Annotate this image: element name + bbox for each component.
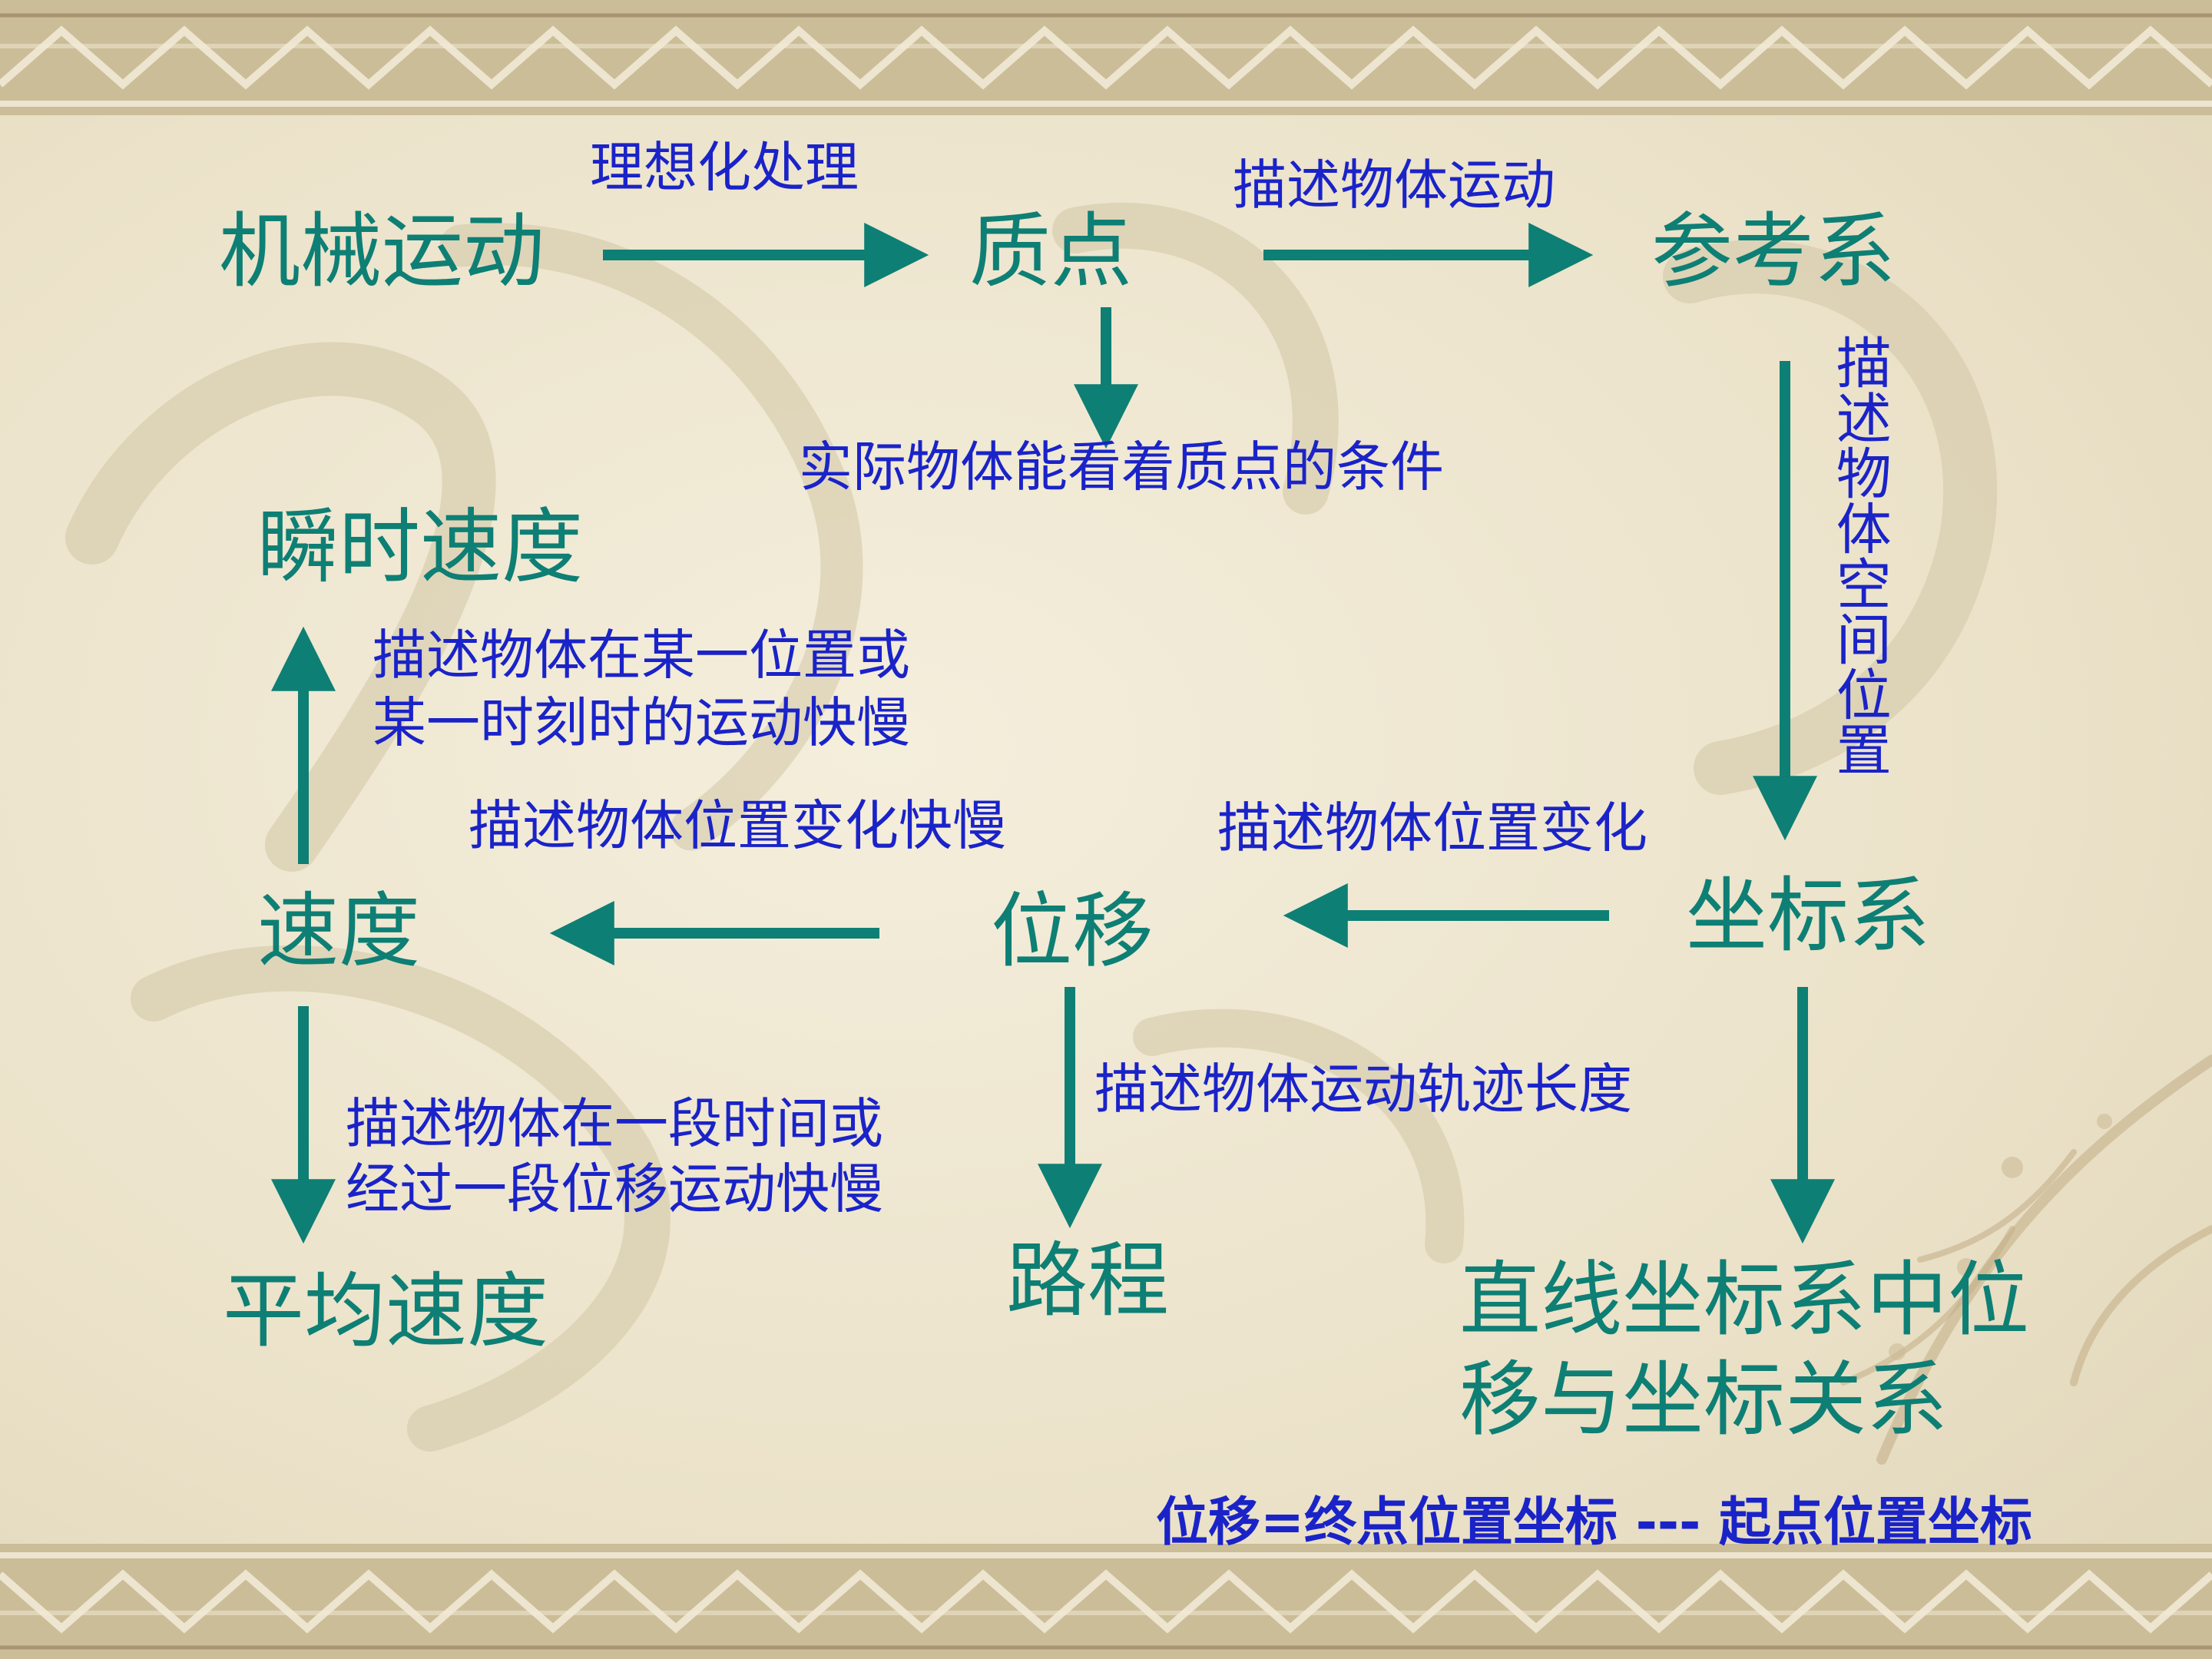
label-average-speed-desc-1: 描述物体在一段时间或 <box>346 1092 883 1155</box>
label-path-desc: 描述物体运动轨迹长度 <box>1094 1058 1632 1121</box>
node-coordinate-system: 坐标系 <box>1686 869 1930 963</box>
node-displacement: 位移 <box>991 884 1154 979</box>
label-particle-condition: 实际物体能看着质点的条件 <box>799 435 1444 498</box>
node-reference-frame: 参考系 <box>1651 204 1896 299</box>
label-displacement-desc: 描述物体位置变化 <box>1217 796 1647 859</box>
label-formula: 位移=终点位置坐标 --- 起点位置坐标 <box>1156 1492 2032 1553</box>
label-describe-spatial-position: 描述物体空间位置 <box>1826 334 1892 777</box>
top-border-pattern <box>0 0 2212 115</box>
node-relation-line-2: 移与坐标关系 <box>1459 1353 1948 1447</box>
node-instant-speed: 瞬时速度 <box>257 500 583 594</box>
node-mechanical-motion: 机械运动 <box>219 204 545 299</box>
node-relation-line-1: 直线坐标系中位 <box>1459 1253 2029 1347</box>
node-particle: 质点 <box>969 204 1132 299</box>
label-speed-desc: 描述物体位置变化快慢 <box>469 794 1006 857</box>
node-average-speed: 平均速度 <box>223 1264 548 1359</box>
node-path-length: 路程 <box>1006 1233 1169 1328</box>
label-average-speed-desc-2: 经过一段位移运动快慢 <box>346 1157 883 1220</box>
node-speed: 速度 <box>257 884 420 979</box>
label-instant-speed-desc-1: 描述物体在某一位置或 <box>373 624 910 687</box>
label-idealization: 理想化处理 <box>590 136 859 199</box>
bottom-border-band <box>0 1544 2212 1659</box>
bottom-border-pattern <box>0 1544 2212 1659</box>
label-describe-motion: 描述物体运动 <box>1233 154 1555 217</box>
top-border-band <box>0 0 2212 115</box>
label-instant-speed-desc-2: 某一时刻时的运动快慢 <box>373 691 910 754</box>
